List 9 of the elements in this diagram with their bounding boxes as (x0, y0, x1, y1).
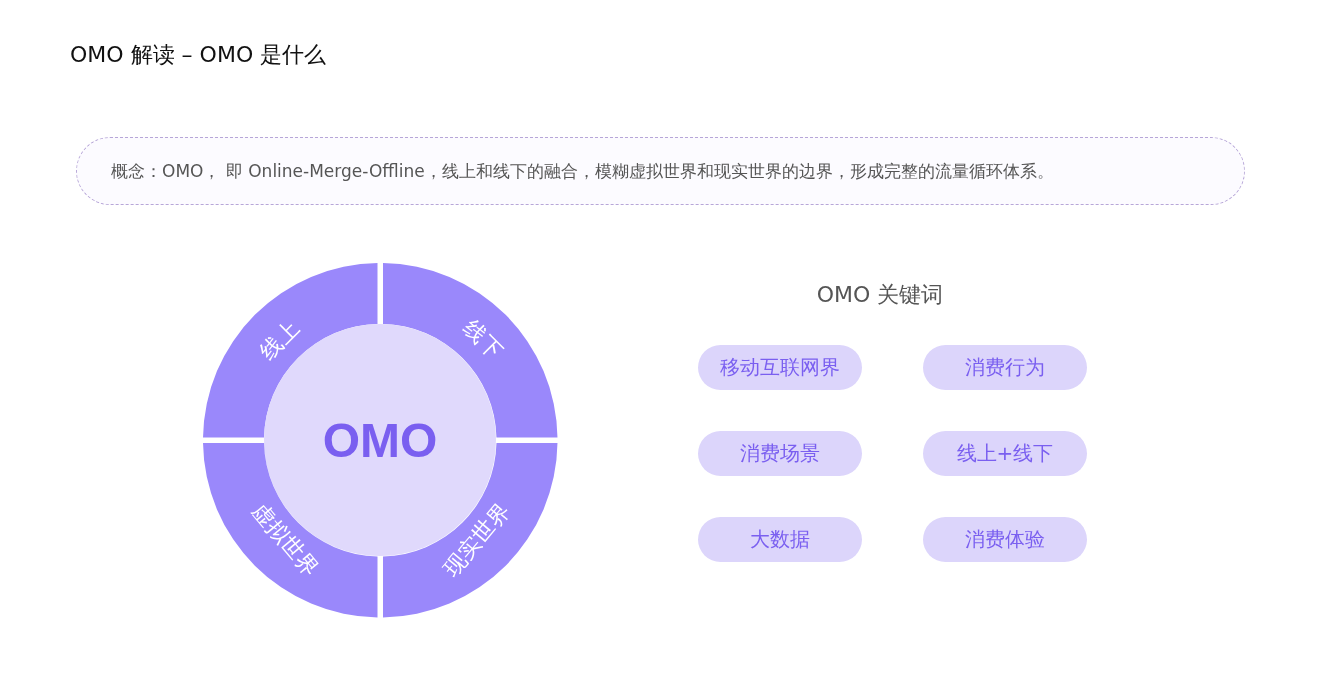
keyword-pill: 大数据 (698, 517, 862, 562)
keyword-pill: 线上+线下 (923, 431, 1087, 476)
page-title: OMO 解读 – OMO 是什么 (70, 41, 327, 69)
keyword-pill: 消费场景 (698, 431, 862, 476)
section-heading: OMO 关键词 (815, 281, 945, 309)
keyword-pill: 消费行为 (923, 345, 1087, 390)
keyword-pill: 移动互联网界 (698, 345, 862, 390)
keyword-pill: 消费体验 (923, 517, 1087, 562)
concept-text: 概念：OMO， 即 Online-Merge-Offline，线上和线下的融合，模糊虚拟世界和现实世界的边界，形成完整的流量循环体系。 (111, 159, 1054, 183)
